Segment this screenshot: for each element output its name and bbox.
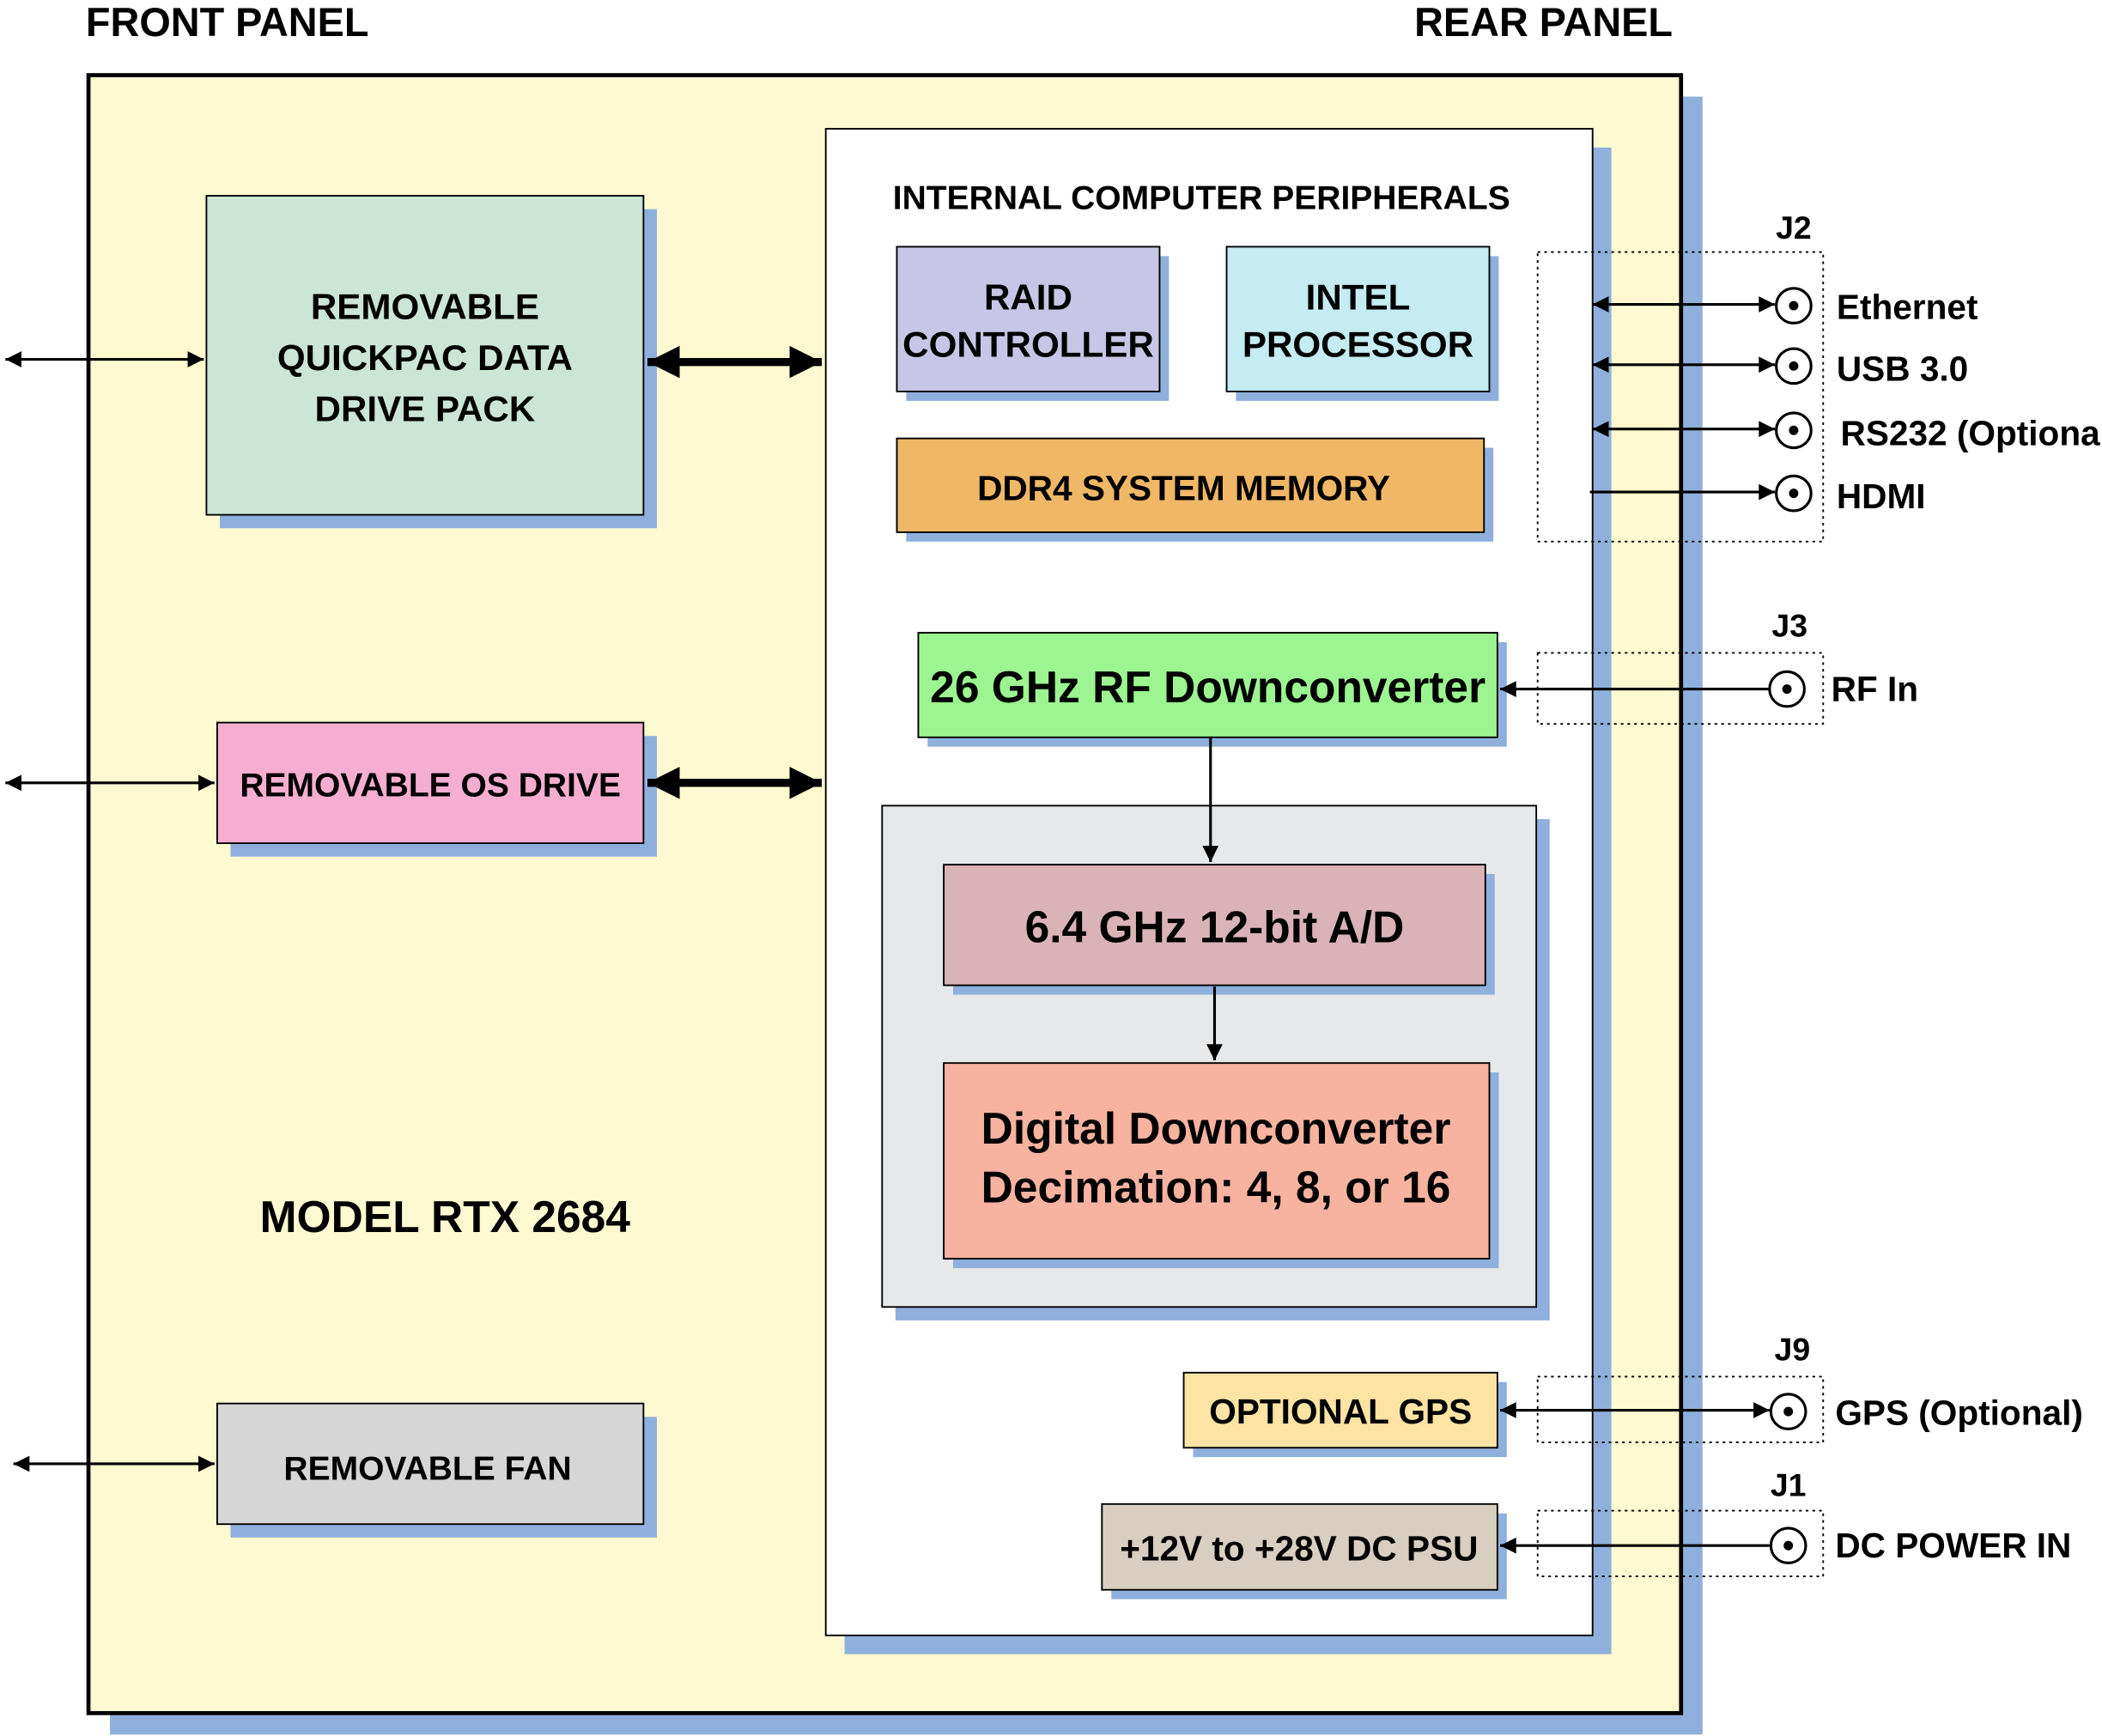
ddc-line-1: Digital Downconverter — [981, 1103, 1451, 1153]
os-drive-label: REMOVABLE OS DRIVE — [240, 767, 621, 804]
quickpac-block: REMOVABLE QUICKPAC DATA DRIVE PACK — [205, 195, 657, 529]
quickpac-line-3: DRIVE PACK — [315, 388, 536, 428]
dc-power-port-label: DC POWER IN — [1835, 1526, 2071, 1565]
rf-in-port-label: RF In — [1832, 670, 1918, 709]
raid-controller-block: RAID CONTROLLER — [896, 246, 1169, 401]
j3-label: J3 — [1771, 608, 1807, 644]
front-panel-label: FRONT PANEL — [86, 0, 369, 45]
usb-port-label: USB 3.0 — [1837, 349, 1968, 388]
hdmi-port-label: HDMI — [1837, 476, 1926, 516]
ddc-block: Digital Downconverter Decimation: 4, 8, … — [943, 1062, 1499, 1269]
psu-block: +12V to +28V DC PSU — [1101, 1502, 1507, 1599]
adc-block: 6.4 GHz 12-bit A/D — [943, 864, 1495, 995]
ethernet-port-label: Ethernet — [1837, 288, 1978, 327]
processor-line-2: PROCESSOR — [1242, 324, 1473, 364]
j2-label: J2 — [1776, 209, 1812, 246]
peripherals-title: INTERNAL COMPUTER PERIPHERALS — [893, 180, 1510, 217]
model-label: MODEL RTX 2684 — [260, 1192, 631, 1241]
dc-power-jack-icon — [1769, 1527, 1807, 1565]
j9-label: J9 — [1775, 1332, 1811, 1368]
quickpac-line-1: REMOVABLE — [311, 287, 539, 327]
memory-label: DDR4 SYSTEM MEMORY — [977, 468, 1390, 507]
rear-panel-label: REAR PANEL — [1414, 0, 1673, 45]
hdmi-jack-icon — [1775, 474, 1813, 513]
quickpac-line-2: QUICKPAC DATA — [277, 337, 573, 378]
gps-label: OPTIONAL GPS — [1209, 1392, 1472, 1431]
optional-gps-block: OPTIONAL GPS — [1182, 1371, 1507, 1458]
rf-downconverter-block: 26 GHz RF Downconverter — [917, 632, 1507, 747]
j9-connector-frame — [1536, 1375, 1825, 1443]
j1-connector-frame — [1536, 1509, 1825, 1578]
processor-line-1: INTEL — [1306, 277, 1411, 318]
ethernet-jack-icon — [1775, 287, 1813, 325]
os-drive-block: REMOVABLE OS DRIVE — [216, 721, 657, 857]
j1-label: J1 — [1771, 1466, 1807, 1502]
rf-downconverter-label: 26 GHz RF Downconverter — [930, 662, 1485, 712]
fan-label: REMOVABLE FAN — [283, 1451, 571, 1488]
ddc-line-2: Decimation: 4, 8, or 16 — [981, 1162, 1451, 1212]
rf-in-jack-icon — [1768, 670, 1806, 708]
adc-label: 6.4 GHz 12-bit A/D — [1025, 902, 1405, 952]
gps-port-label: GPS (Optional) — [1835, 1393, 2083, 1433]
ddr4-memory-block: DDR4 SYSTEM MEMORY — [896, 437, 1494, 542]
gps-jack-icon — [1769, 1393, 1807, 1430]
usb-jack-icon — [1775, 347, 1813, 385]
raid-line-2: CONTROLLER — [902, 324, 1154, 364]
psu-label: +12V to +28V DC PSU — [1120, 1528, 1478, 1568]
intel-processor-block: INTEL PROCESSOR — [1225, 246, 1499, 401]
rs232-port-label: RS232 (Optional) — [1841, 413, 2102, 452]
j2-connector-frame — [1536, 251, 1825, 543]
rs232-jack-icon — [1775, 411, 1813, 450]
fan-block: REMOVABLE FAN — [216, 1402, 657, 1538]
raid-line-1: RAID — [984, 277, 1072, 318]
